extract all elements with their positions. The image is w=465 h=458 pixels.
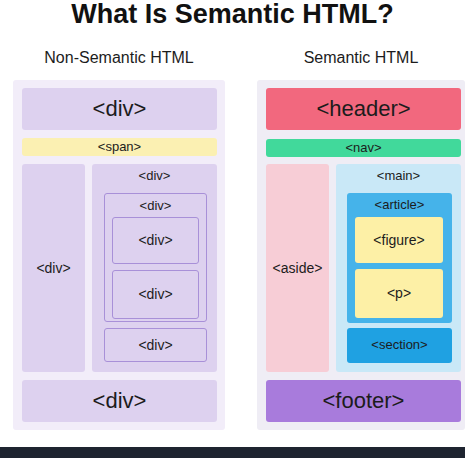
header-box: <header> bbox=[266, 88, 461, 130]
panel: Semantic HTML<header><nav><aside><main><… bbox=[257, 80, 465, 430]
tag-label: <div> bbox=[93, 96, 147, 121]
div-box: <div> <div> <div> <div> <div> bbox=[92, 164, 217, 372]
main-box: <main> <article> <figure> <p> <section> bbox=[336, 164, 461, 372]
article-box: <article> <figure> <p> bbox=[347, 193, 452, 323]
div-box: <div> bbox=[22, 164, 85, 372]
column-heading: Semantic HTML bbox=[304, 49, 419, 67]
aside-box: <aside> bbox=[266, 164, 329, 372]
div-box: <div> bbox=[112, 270, 199, 319]
tag-label: <div> bbox=[139, 169, 171, 184]
tag-label: <div> bbox=[138, 337, 172, 353]
figure-box: <figure> bbox=[355, 217, 443, 263]
span-box: <span> bbox=[22, 138, 217, 156]
div-box: <div> bbox=[22, 380, 217, 422]
tag-label: <span> bbox=[98, 140, 141, 155]
page-title: What Is Semantic HTML? bbox=[0, 0, 465, 30]
nav-box: <nav> bbox=[266, 139, 461, 157]
taskbar-strip bbox=[0, 447, 465, 458]
footer-box: <footer> bbox=[266, 380, 461, 422]
tag-label: <div> bbox=[138, 232, 172, 248]
tag-label: <section> bbox=[371, 338, 427, 353]
taskbar-bar bbox=[0, 447, 465, 458]
tag-label: <footer> bbox=[323, 388, 405, 413]
div-box: <div> bbox=[112, 217, 199, 264]
tag-label: <p> bbox=[387, 285, 411, 301]
tag-label: <div> bbox=[140, 199, 172, 214]
div-box: <div> bbox=[22, 88, 217, 130]
tag-label: <main> bbox=[377, 169, 420, 184]
tag-label: <header> bbox=[316, 96, 410, 121]
paragraph-box: <p> bbox=[355, 269, 443, 318]
div-box: <div> bbox=[104, 328, 207, 362]
tag-label: <div> bbox=[93, 388, 147, 413]
tag-label: <figure> bbox=[373, 232, 424, 248]
tag-label: <div> bbox=[36, 260, 70, 276]
panel: Non-Semantic HTML<div><span><div><div><d… bbox=[13, 80, 225, 430]
column-heading: Non-Semantic HTML bbox=[44, 49, 193, 67]
div-box: <div> <div> <div> bbox=[104, 193, 207, 322]
tag-label: <div> bbox=[138, 286, 172, 302]
tag-label: <article> bbox=[375, 198, 425, 213]
tag-label: <aside> bbox=[273, 260, 323, 276]
tag-label: <nav> bbox=[345, 141, 381, 156]
section-box: <section> bbox=[347, 328, 452, 363]
